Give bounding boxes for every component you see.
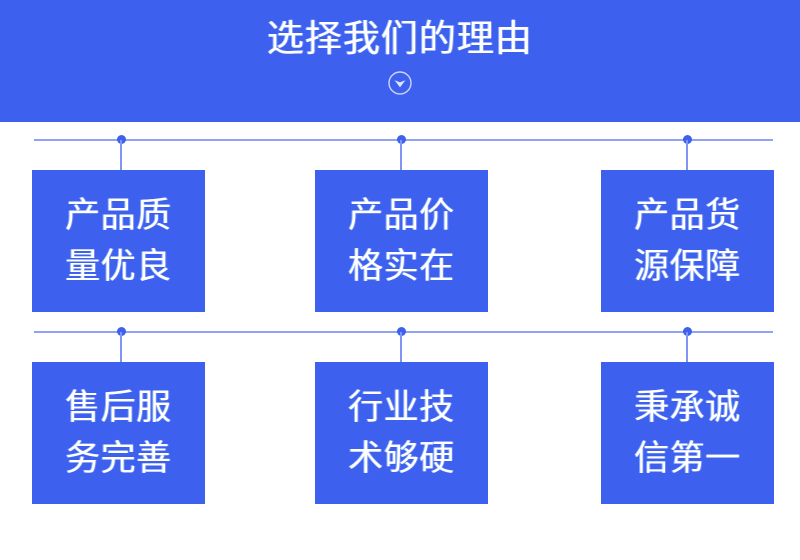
connector-stem [686, 140, 688, 170]
connector-node [683, 327, 692, 336]
feature-card[interactable]: 产品质 量优良 [32, 170, 205, 312]
chevron-down-circle-icon[interactable] [387, 70, 413, 96]
connector-node [397, 327, 406, 336]
feature-card-label: 产品货 源保障 [634, 196, 741, 286]
connector-stem [400, 140, 402, 170]
feature-card-label: 秉承诚 信第一 [634, 388, 741, 478]
feature-card[interactable]: 产品货 源保障 [601, 170, 774, 312]
feature-card[interactable]: 行业技 术够硬 [315, 362, 488, 504]
feature-card-label: 产品价 格实在 [348, 196, 455, 286]
connector-node [397, 135, 406, 144]
connector-stem [400, 332, 402, 362]
connector-node [683, 135, 692, 144]
connector-node [117, 327, 126, 336]
page-title: 选择我们的理由 [267, 18, 533, 59]
feature-card[interactable]: 产品价 格实在 [315, 170, 488, 312]
connector-stem [120, 332, 122, 362]
connector-stem [686, 332, 688, 362]
connector-node [117, 135, 126, 144]
feature-card[interactable]: 售后服 务完善 [32, 362, 205, 504]
feature-card-label: 售后服 务完善 [65, 388, 172, 478]
feature-card[interactable]: 秉承诚 信第一 [601, 362, 774, 504]
feature-row-2: 售后服 务完善 行业技 术够硬 秉承诚 信第一 [0, 322, 800, 512]
feature-card-label: 产品质 量优良 [65, 196, 172, 286]
feature-card-label: 行业技 术够硬 [348, 388, 455, 478]
connector-stem [120, 140, 122, 170]
header-banner: 选择我们的理由 [0, 0, 800, 122]
feature-row-1: 产品质 量优良 产品价 格实在 产品货 源保障 [0, 130, 800, 320]
